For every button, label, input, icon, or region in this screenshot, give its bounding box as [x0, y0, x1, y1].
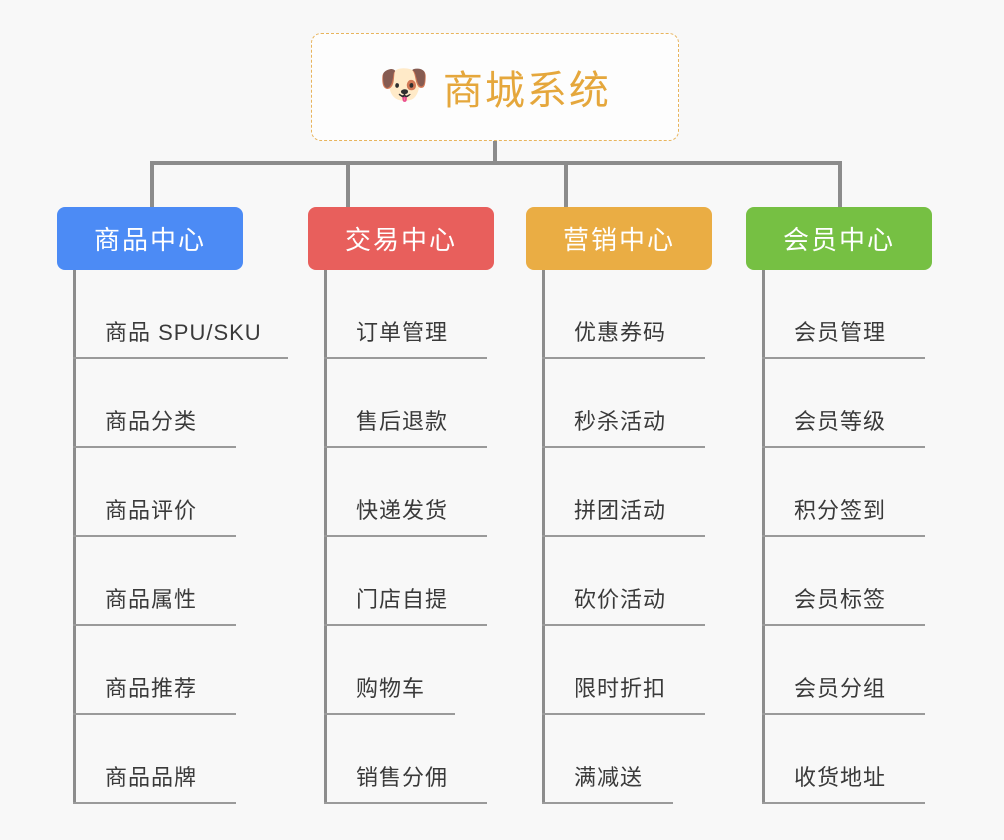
leaf-item-underline	[542, 624, 705, 626]
leaf-item-underline	[73, 446, 236, 448]
leaf-item-underline	[762, 802, 925, 804]
leaf-item-label: 商品属性	[105, 587, 198, 612]
leaf-item-label: 商品 SPU/SKU	[105, 320, 262, 345]
leaf-item-underline	[762, 713, 925, 715]
leaf-item-underline	[73, 357, 288, 359]
leaf-item-underline	[762, 446, 925, 448]
branch-header-label: 营销中心	[562, 225, 675, 255]
leaf-item-underline	[542, 357, 705, 359]
leaf-item-label: 会员分组	[794, 676, 887, 701]
leaf-item-label: 商品推荐	[105, 676, 198, 701]
leaf-item-underline	[324, 624, 487, 626]
leaf-item-underline	[542, 802, 673, 804]
branch-header-3[interactable]: 营销中心	[526, 207, 712, 270]
leaf-item-label: 售后退款	[356, 409, 449, 434]
leaf-item-label: 拼团活动	[574, 498, 667, 523]
leaf-item-underline	[762, 357, 925, 359]
leaf-item-label: 商品品牌	[105, 765, 198, 790]
leaf-item-underline	[542, 713, 705, 715]
connector-root-stem	[493, 141, 497, 163]
leaf-item-underline	[542, 535, 705, 537]
leaf-item-underline	[762, 624, 925, 626]
leaf-item-underline	[324, 357, 487, 359]
branch-header-label: 交易中心	[344, 225, 457, 255]
dog-face-icon: 🐶	[379, 63, 429, 107]
leaf-item-label: 会员管理	[794, 320, 887, 345]
leaf-item-underline	[324, 802, 487, 804]
branch-trunk-4	[762, 270, 765, 804]
root-title: 商城系统	[442, 69, 611, 113]
leaf-item-label: 门店自提	[356, 587, 449, 612]
leaf-item-underline	[73, 713, 236, 715]
leaf-item-label: 商品评价	[105, 498, 198, 523]
connector-drop-4	[838, 161, 842, 207]
leaf-item-label: 购物车	[356, 676, 426, 701]
leaf-item-label: 订单管理	[356, 320, 449, 345]
leaf-item-underline	[324, 535, 487, 537]
leaf-item-label: 会员标签	[794, 587, 887, 612]
connector-drop-1	[150, 161, 154, 207]
branch-header-4[interactable]: 会员中心	[746, 207, 932, 270]
leaf-item-label: 砍价活动	[574, 587, 667, 612]
leaf-item-underline	[542, 446, 705, 448]
leaf-item-label: 满减送	[574, 765, 644, 790]
connector-drop-3	[564, 161, 568, 207]
leaf-item-label: 快递发货	[356, 498, 449, 523]
leaf-item-label: 积分签到	[794, 498, 887, 523]
branch-header-1[interactable]: 商品中心	[57, 207, 243, 270]
leaf-item-label: 秒杀活动	[574, 409, 667, 434]
branch-trunk-2	[324, 270, 327, 804]
leaf-item-underline	[73, 535, 236, 537]
leaf-item-underline	[324, 446, 487, 448]
branch-trunk-1	[73, 270, 76, 804]
leaf-item-underline	[762, 535, 925, 537]
branch-header-label: 会员中心	[782, 225, 895, 255]
leaf-item-label: 商品分类	[105, 409, 198, 434]
leaf-item-underline	[324, 713, 455, 715]
leaf-item-label: 会员等级	[794, 409, 887, 434]
connector-bus	[150, 161, 840, 165]
connector-drop-2	[346, 161, 350, 207]
branch-header-label: 商品中心	[93, 225, 206, 255]
leaf-item-label: 销售分佣	[356, 765, 449, 790]
leaf-item-label: 收货地址	[794, 765, 887, 790]
root-node[interactable]: 🐶 商城系统	[311, 33, 679, 141]
leaf-item-underline	[73, 624, 236, 626]
leaf-item-label: 限时折扣	[574, 676, 667, 701]
leaf-item-underline	[73, 802, 236, 804]
branch-header-2[interactable]: 交易中心	[308, 207, 494, 270]
leaf-item-label: 优惠券码	[574, 320, 667, 345]
branch-trunk-3	[542, 270, 545, 804]
